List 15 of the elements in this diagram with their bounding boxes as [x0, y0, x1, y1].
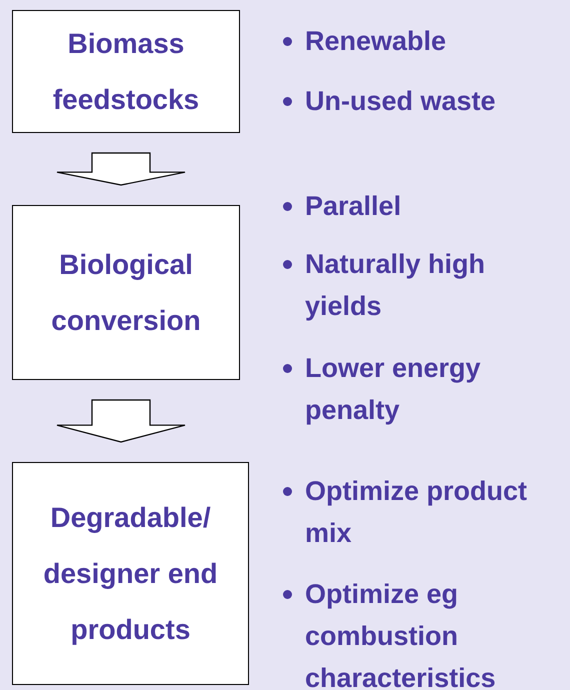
bullet-text: Un-used waste	[305, 85, 496, 118]
box-label: Biomass feedstocks	[52, 26, 200, 116]
bullet-text: Optimize product mix	[305, 475, 528, 550]
bullet-text: Lower energy penalty	[305, 352, 482, 427]
process-box	[12, 10, 240, 133]
bullet-text: Parallel	[305, 190, 402, 223]
box-label: Biological conversion	[50, 248, 202, 338]
process-box	[12, 205, 240, 380]
box-label: Degradable/ designer end products	[42, 500, 219, 647]
bullet-text: Renewable	[305, 25, 446, 58]
process-box	[12, 462, 249, 685]
block-arrow	[56, 152, 186, 186]
bullet-text: Optimize eg combustion characteristics	[305, 578, 497, 690]
block-arrow	[56, 399, 186, 443]
bullet-text: Naturally high yields	[305, 248, 486, 323]
